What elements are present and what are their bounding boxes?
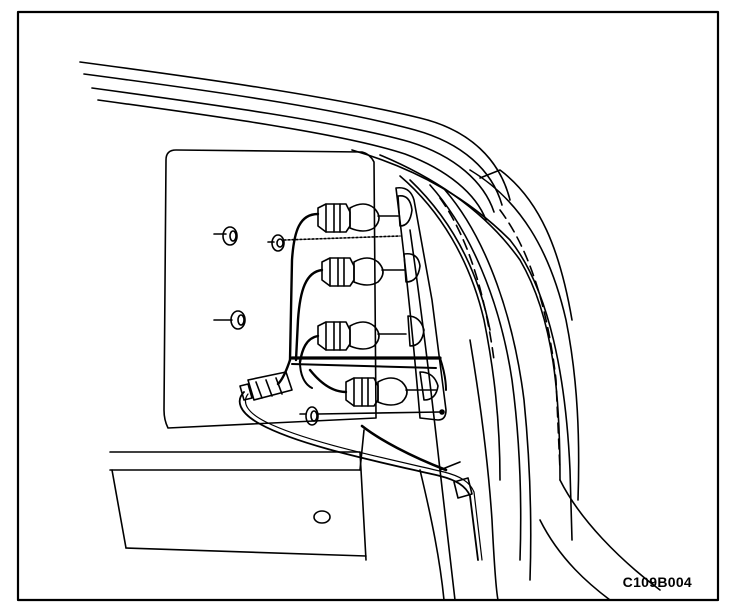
mounting-nut xyxy=(213,310,246,330)
trunk-floor xyxy=(109,451,367,561)
body-panel-contours xyxy=(79,61,661,601)
bulb-socket xyxy=(321,252,421,287)
lead-wire xyxy=(238,391,483,561)
bulb-socket xyxy=(345,371,439,407)
mounting-nut xyxy=(299,406,445,426)
wiring-harness xyxy=(276,212,447,394)
bulb-socket xyxy=(317,315,425,351)
bulb-socket xyxy=(317,194,413,233)
figure-code-label: C109B004 xyxy=(622,574,692,590)
harness-connector xyxy=(239,371,293,401)
bulb xyxy=(377,377,408,406)
bulb xyxy=(349,321,380,350)
lamp-housing-plate xyxy=(163,149,377,429)
mounting-nut xyxy=(267,234,401,252)
bulb xyxy=(353,257,384,286)
bulb xyxy=(349,203,380,232)
mounting-nut xyxy=(213,226,238,246)
figure-border xyxy=(16,10,720,602)
